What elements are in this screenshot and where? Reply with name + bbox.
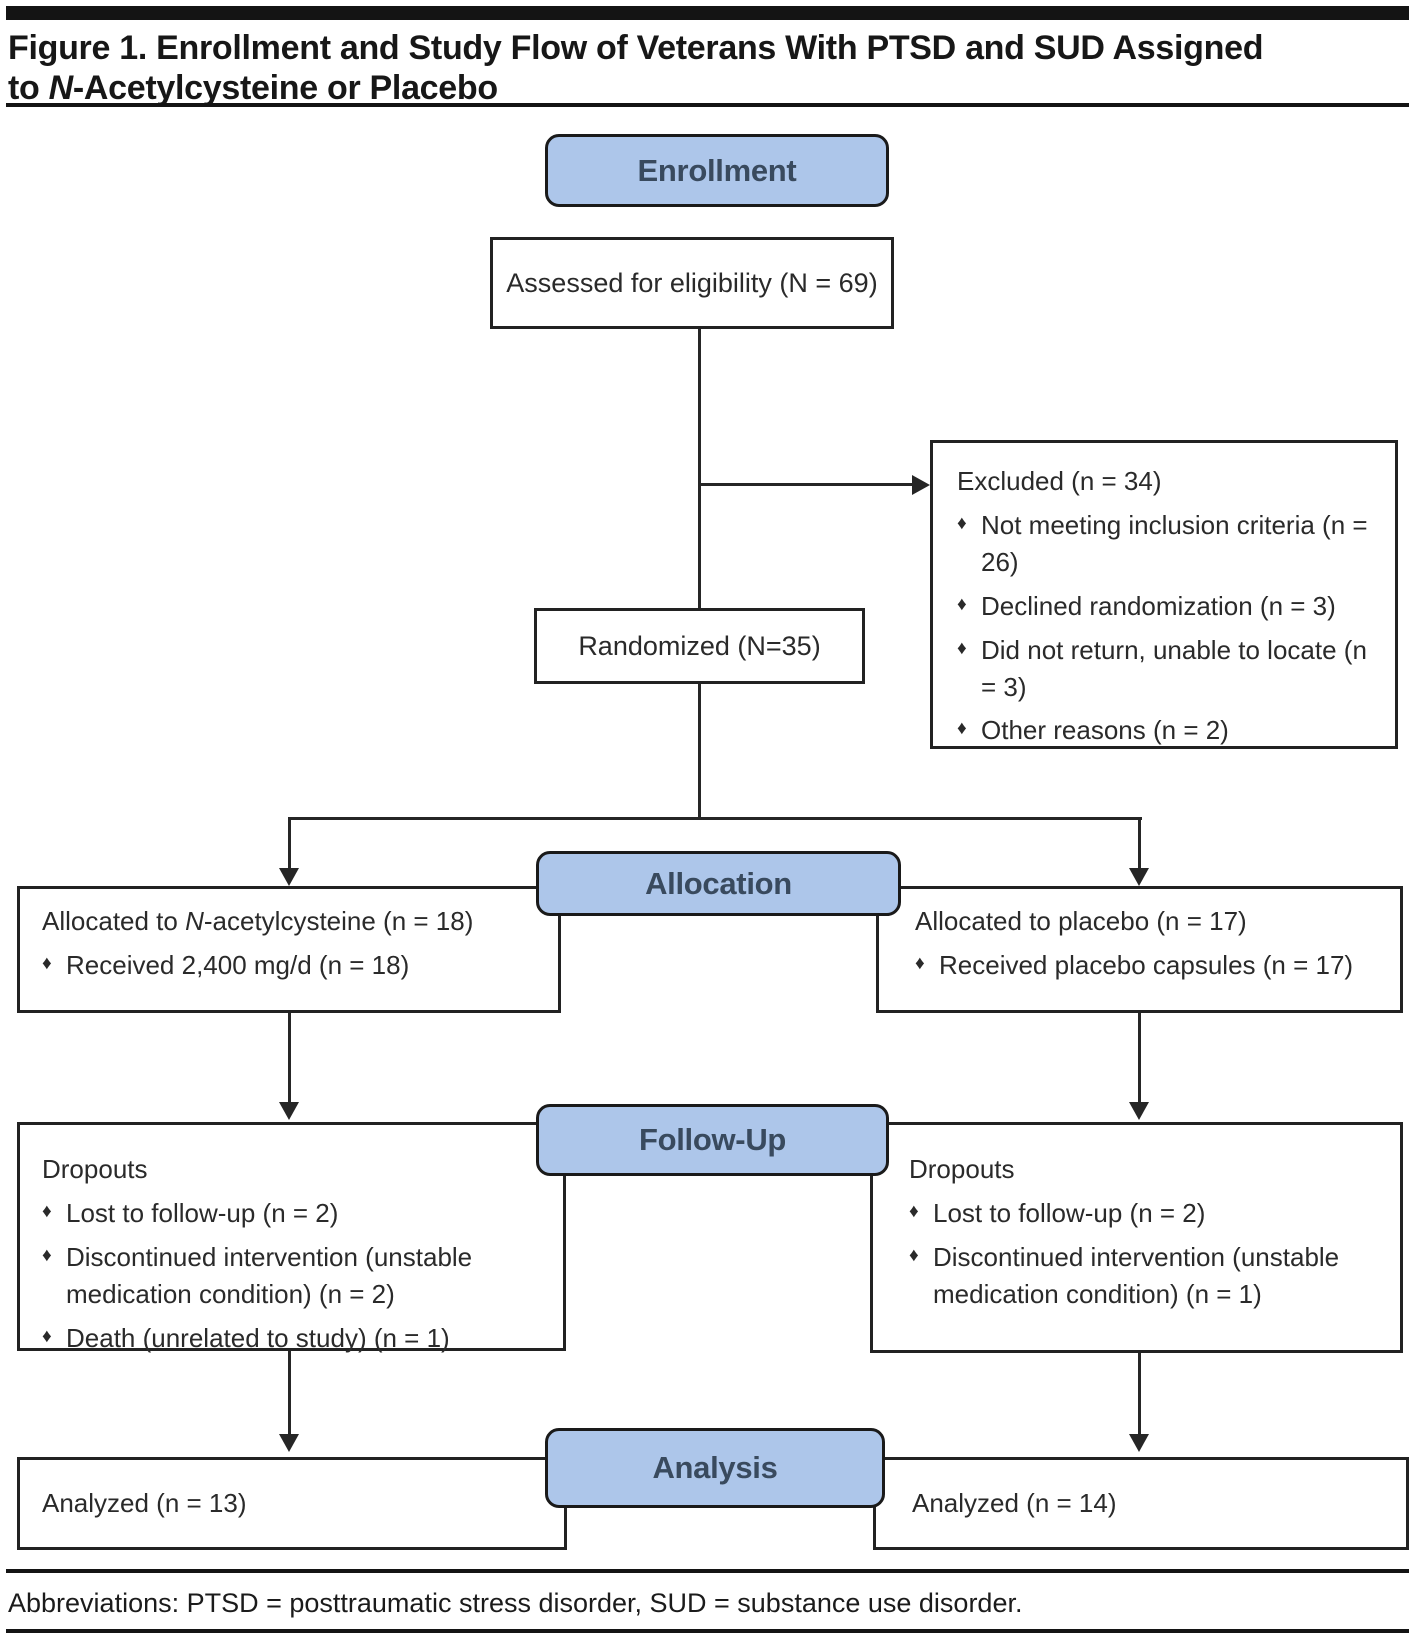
stage-allocation-label: Allocation: [645, 865, 792, 901]
connector-branch-excluded: [700, 483, 913, 486]
title-divider-rule: [6, 103, 1409, 107]
arrowhead-fu-left-icon: [279, 1102, 299, 1120]
diamond-bullet-icon: ♦: [909, 1244, 919, 1266]
followup-nac-item-text: Death (unrelated to study) (n = 1): [66, 1322, 450, 1353]
stage-analysis-label: Analysis: [652, 1450, 778, 1485]
figure-title-tail: -Acetylcysteine or Placebo: [72, 69, 498, 108]
connector-split-right: [1138, 817, 1141, 869]
excluded-item: ♦ Not meeting inclusion criteria (n = 26…: [957, 507, 1381, 581]
top-rule: [6, 6, 1409, 20]
allocation-nac-line1: Allocated to N-acetylcysteine (n = 18): [42, 903, 546, 940]
allocation-nac-box: Allocated to N-acetylcysteine (n = 18) ♦…: [17, 886, 561, 1013]
allocation-placebo-line1: Allocated to placebo (n = 17): [915, 906, 1247, 936]
followup-nac-item: ♦ Lost to follow-up (n = 2): [42, 1195, 555, 1232]
excluded-item-text: Declined randomization (n = 3): [981, 590, 1336, 621]
followup-placebo-title: Dropouts: [909, 1154, 1015, 1184]
excluded-item-text: Not meeting inclusion criteria (n = 26): [981, 509, 1368, 577]
excluded-item-text: Did not return, unable to locate (n = 3): [981, 634, 1367, 702]
followup-placebo-box: Dropouts ♦ Lost to follow-up (n = 2) ♦ D…: [870, 1122, 1403, 1353]
followup-placebo-item: ♦ Lost to follow-up (n = 2): [909, 1195, 1392, 1232]
analyzed-nac-text: Analyzed (n = 13): [42, 1488, 247, 1519]
followup-nac-item-text: Lost to follow-up (n = 2): [66, 1197, 339, 1228]
followup-nac-box: Dropouts ♦ Lost to follow-up (n = 2) ♦ D…: [17, 1122, 566, 1353]
excluded-item-text: Other reasons (n = 2): [981, 715, 1229, 746]
arrowhead-alloc-left-icon: [279, 868, 299, 886]
randomized-text: Randomized (N=35): [578, 630, 821, 661]
allocation-placebo-item: ♦ Received placebo capsules (n = 17): [915, 947, 1388, 984]
diamond-bullet-icon: ♦: [42, 952, 52, 974]
figure-title: Figure 1. Enrollment and Study Flow of V…: [8, 28, 1288, 108]
excluded-box: Excluded (n = 34) ♦ Not meeting inclusio…: [930, 440, 1398, 749]
allocation-nac-line1-post: -acetylcysteine (n = 18): [203, 906, 474, 936]
connector-fu-analysis-left: [288, 1351, 291, 1435]
connector-assessed-randomized: [698, 329, 701, 608]
allocation-placebo-box: Allocated to placebo (n = 17) ♦ Received…: [876, 886, 1403, 1013]
arrowhead-alloc-right-icon: [1129, 868, 1149, 886]
footer-bottom-rule: [6, 1629, 1409, 1633]
connector-alloc-fu-right: [1138, 1013, 1141, 1103]
allocation-nac-item: ♦ Received 2,400 mg/d (n = 18): [42, 947, 546, 984]
diamond-bullet-icon: ♦: [42, 1325, 52, 1347]
allocation-nac-line1-italic-n: N: [185, 906, 204, 936]
diamond-bullet-icon: ♦: [957, 512, 967, 534]
randomized-box: Randomized (N=35): [534, 608, 865, 684]
followup-placebo-item-text: Lost to follow-up (n = 2): [933, 1197, 1206, 1228]
diamond-bullet-icon: ♦: [42, 1244, 52, 1266]
stage-analysis: Analysis: [545, 1428, 885, 1508]
figure-title-text: Figure 1. Enrollment and Study Flow of V…: [8, 29, 1264, 108]
followup-placebo-item: ♦ Discontinued intervention (unstable me…: [909, 1239, 1392, 1313]
excluded-title: Excluded (n = 34): [957, 466, 1162, 496]
diamond-bullet-icon: ♦: [915, 952, 925, 974]
excluded-item: ♦ Declined randomization (n = 3): [957, 588, 1381, 625]
arrowhead-analysis-right-icon: [1129, 1434, 1149, 1452]
connector-split-horizontal: [288, 817, 1142, 820]
allocation-placebo-item-text: Received placebo capsules (n = 17): [939, 949, 1354, 980]
arrowhead-fu-right-icon: [1129, 1102, 1149, 1120]
followup-nac-item: ♦ Discontinued intervention (unstable me…: [42, 1239, 555, 1313]
allocation-nac-line1-pre: Allocated to: [42, 906, 186, 936]
stage-enrollment-label: Enrollment: [637, 152, 797, 188]
analyzed-placebo-text: Analyzed (n = 14): [912, 1488, 1117, 1519]
excluded-item: ♦ Did not return, unable to locate (n = …: [957, 632, 1381, 706]
arrowhead-analysis-left-icon: [279, 1434, 299, 1452]
figure-title-italic-n: N: [48, 69, 74, 108]
diamond-bullet-icon: ♦: [957, 637, 967, 659]
allocation-nac-item-text: Received 2,400 mg/d (n = 18): [66, 949, 410, 980]
analyzed-nac-box: Analyzed (n = 13): [17, 1457, 567, 1550]
stage-enrollment: Enrollment: [545, 134, 889, 207]
analyzed-placebo-box: Analyzed (n = 14): [873, 1457, 1409, 1550]
diamond-bullet-icon: ♦: [909, 1200, 919, 1222]
assessed-text: Assessed for eligibility (N = 69): [506, 267, 878, 298]
connector-fu-analysis-right: [1138, 1353, 1141, 1435]
diamond-bullet-icon: ♦: [957, 593, 967, 615]
followup-nac-item-text: Discontinued intervention (unstable medi…: [66, 1241, 473, 1309]
stage-allocation: Allocation: [536, 851, 901, 916]
connector-alloc-fu-left: [288, 1013, 291, 1103]
diamond-bullet-icon: ♦: [42, 1200, 52, 1222]
followup-nac-title: Dropouts: [42, 1154, 148, 1184]
excluded-item: ♦ Other reasons (n = 2): [957, 712, 1381, 749]
footer-top-rule: [6, 1569, 1409, 1573]
connector-split-left: [288, 817, 291, 869]
followup-nac-item: ♦ Death (unrelated to study) (n = 1): [42, 1320, 555, 1357]
diamond-bullet-icon: ♦: [957, 718, 967, 740]
assessed-box: Assessed for eligibility (N = 69): [490, 237, 894, 329]
abbreviations-note: Abbreviations: PTSD = posttraumatic stre…: [8, 1588, 1023, 1618]
arrowhead-excluded-icon: [912, 475, 930, 495]
stage-follow-up: Follow-Up: [536, 1104, 889, 1176]
stage-follow-up-label: Follow-Up: [638, 1122, 787, 1157]
connector-randomized-split: [698, 684, 701, 820]
followup-placebo-item-text: Discontinued intervention (unstable medi…: [933, 1241, 1340, 1309]
